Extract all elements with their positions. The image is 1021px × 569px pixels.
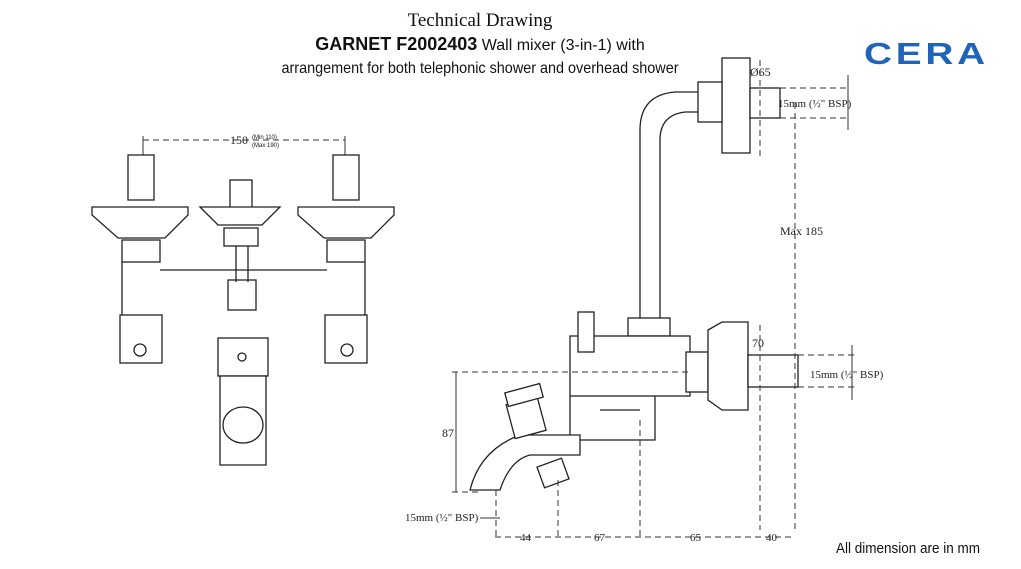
- side-view: Ø65 15mm (½" BSP) Max 185 70 15mm (½" BS…: [405, 57, 884, 544]
- dim-body-height: 70: [752, 336, 764, 350]
- dim-handle-min: (Min 110): [252, 135, 277, 141]
- dim-spout-height: 87: [442, 426, 454, 440]
- units-note: All dimension are in mm: [836, 540, 981, 557]
- product-description-2: arrangement for both telephonic shower a…: [281, 60, 679, 77]
- dim-bottom-3: 65: [690, 532, 702, 544]
- dim-handle-spacing: 150: [230, 133, 248, 147]
- dim-handle-max: (Max 190): [252, 143, 279, 149]
- product-heading: GARNET F2002403 Wall mixer (3-in-1) with: [0, 34, 960, 55]
- dim-bottom-2: 67: [594, 532, 606, 544]
- dim-flange-diameter: Ø65: [750, 65, 771, 79]
- dim-max-height: Max 185: [780, 224, 823, 238]
- dim-bottom-4: 40: [766, 532, 778, 544]
- dim-bottom-1: 44: [520, 532, 532, 544]
- dim-spout-outlet: 15mm (½" BSP): [405, 512, 479, 524]
- drawing-title: Technical Drawing: [407, 10, 553, 31]
- front-view: 150 (Min 110) (Max 190): [91, 133, 395, 466]
- model-name: GARNET F2002403: [315, 34, 478, 54]
- dim-top-outlet: 15mm (½" BSP): [778, 98, 852, 110]
- cera-logo: CERA: [864, 36, 989, 71]
- dim-inlet: 15mm (½" BSP): [810, 369, 884, 381]
- product-description: Wall mixer (3-in-1) with: [481, 37, 645, 54]
